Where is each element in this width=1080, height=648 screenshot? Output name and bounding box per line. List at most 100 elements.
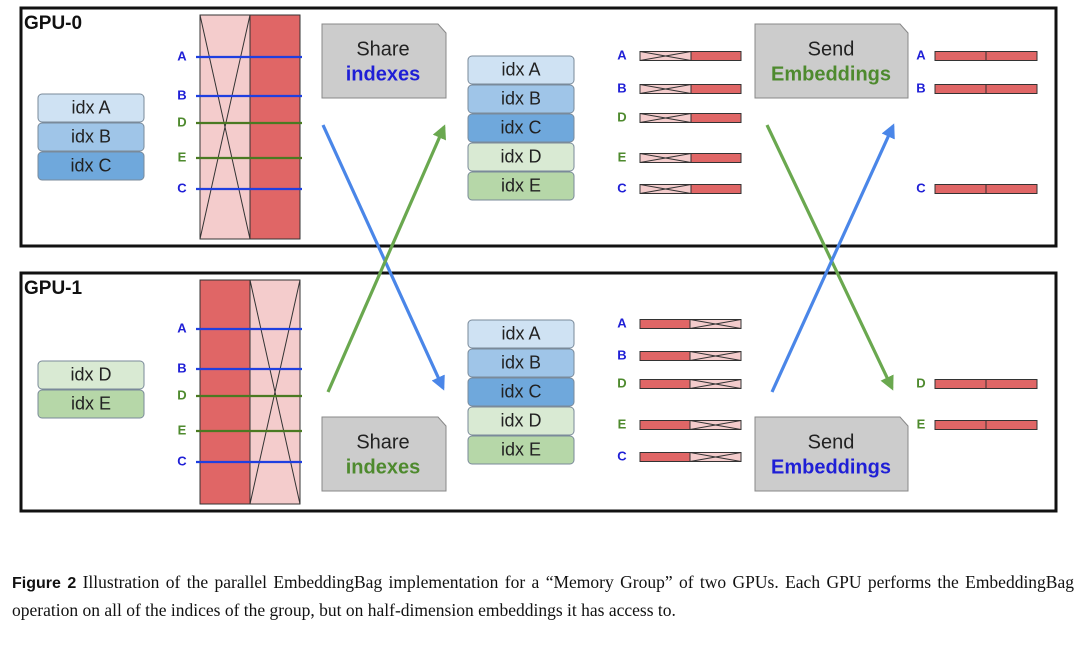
- partial-cross-line: [639, 184, 692, 194]
- partial-row-label: C: [617, 180, 627, 195]
- result-embedding-right: [985, 184, 1038, 194]
- partial-row-label: B: [617, 347, 626, 362]
- send-box-title: Send: [808, 38, 855, 60]
- share-box-title: Share: [356, 38, 409, 60]
- gathered-index-label: idx B: [501, 352, 541, 372]
- partial-embedding-owned: [639, 379, 692, 389]
- gathered-index-label: idx E: [501, 439, 541, 459]
- result-embedding-right: [985, 51, 1038, 61]
- gathered-index-label: idx A: [501, 59, 540, 79]
- partial-cross-line: [689, 420, 742, 430]
- partial-cross-line: [639, 153, 692, 163]
- local-index-label: idx A: [71, 97, 110, 117]
- share-indexes-arrow-gpu1-to-gpu0: [326, 124, 446, 393]
- partial-embedding-owned: [689, 184, 742, 194]
- partial-row-label: C: [617, 448, 627, 463]
- partial-row-label: E: [618, 416, 627, 431]
- result-embedding-right: [985, 420, 1038, 430]
- gathered-index-box: [467, 406, 575, 436]
- result-embedding-left: [934, 84, 987, 94]
- share-indexes-box: [321, 23, 447, 99]
- figure-caption: Figure 2 Illustration of the parallel Em…: [12, 569, 1074, 623]
- share-box-subtitle: indexes: [346, 63, 420, 85]
- partial-cross-line: [639, 113, 692, 123]
- local-index-box: [37, 389, 145, 419]
- embedding-table-right-half: [249, 14, 301, 240]
- partial-cross-line: [639, 84, 692, 94]
- result-row-label: A: [916, 47, 926, 62]
- send-box-subtitle: Embeddings: [771, 456, 891, 478]
- gathered-index-box: [467, 142, 575, 172]
- table-row-label: C: [177, 180, 187, 195]
- gathered-index-box: [467, 348, 575, 378]
- partial-row-label: D: [617, 375, 626, 390]
- local-index-label: idx D: [70, 364, 111, 384]
- table-row-label: A: [177, 48, 187, 63]
- gathered-index-box: [467, 55, 575, 85]
- local-index-box: [37, 93, 145, 123]
- gathered-index-label: idx E: [501, 175, 541, 195]
- partial-cross-line: [689, 379, 742, 389]
- gathered-index-box: [467, 377, 575, 407]
- result-embedding-left: [934, 420, 987, 430]
- caption-text: Illustration of the parallel EmbeddingBa…: [12, 572, 1074, 620]
- table-row-label: D: [177, 114, 186, 129]
- local-index-label: idx C: [70, 155, 111, 175]
- partial-embedding-owned: [639, 351, 692, 361]
- share-indexes-box: [321, 416, 447, 492]
- result-row-label: D: [916, 375, 925, 390]
- figure-label: Figure 2: [12, 575, 77, 592]
- share-indexes-arrow-gpu0-to-gpu1: [321, 124, 445, 391]
- table-row-label: D: [177, 387, 186, 402]
- result-embedding-left: [934, 51, 987, 61]
- send-box-title: Send: [808, 431, 855, 453]
- gpu-panel-border: [19, 6, 1058, 248]
- gpu-title: GPU-1: [24, 278, 83, 299]
- table-cross-line: [199, 14, 251, 240]
- gathered-index-box: [467, 319, 575, 349]
- result-embedding-right: [985, 379, 1038, 389]
- local-index-label: idx B: [71, 126, 111, 146]
- partial-embedding-owned: [639, 319, 692, 329]
- result-embedding-left: [934, 379, 987, 389]
- gathered-index-label: idx C: [500, 381, 541, 401]
- share-box-title: Share: [356, 431, 409, 453]
- embedding-table-left-half: [199, 279, 251, 505]
- gathered-index-box: [467, 84, 575, 114]
- partial-embedding-owned: [689, 51, 742, 61]
- result-row-label: B: [916, 80, 925, 95]
- send-embeddings-arrow-gpu0-to-gpu1: [765, 124, 894, 391]
- partial-cross-line: [689, 319, 742, 329]
- result-row-label: E: [917, 416, 926, 431]
- local-index-box: [37, 360, 145, 390]
- gathered-index-label: idx B: [501, 88, 541, 108]
- gathered-index-label: idx D: [500, 146, 541, 166]
- send-embeddings-arrow-gpu1-to-gpu0: [770, 123, 895, 393]
- send-box-subtitle: Embeddings: [771, 63, 891, 85]
- partial-row-label: E: [618, 149, 627, 164]
- send-embeddings-box: [754, 416, 909, 492]
- partial-row-label: A: [617, 47, 627, 62]
- partial-embedding-owned: [639, 452, 692, 462]
- share-box-subtitle: indexes: [346, 456, 420, 478]
- table-row-label: B: [177, 360, 186, 375]
- result-row-label: C: [916, 180, 926, 195]
- table-row-label: A: [177, 320, 187, 335]
- table-row-label: B: [177, 87, 186, 102]
- partial-cross-line: [639, 51, 692, 61]
- local-index-box: [37, 122, 145, 152]
- table-row-label: E: [178, 149, 187, 164]
- gpu-panel-border: [19, 271, 1058, 513]
- local-index-box: [37, 151, 145, 181]
- gpu-title: GPU-0: [24, 13, 82, 34]
- partial-cross-line: [689, 351, 742, 361]
- partial-embedding-owned: [689, 84, 742, 94]
- table-row-label: C: [177, 453, 187, 468]
- table-row-label: E: [178, 422, 187, 437]
- partial-cross-line: [689, 452, 742, 462]
- local-index-label: idx E: [71, 393, 111, 413]
- gathered-index-box: [467, 435, 575, 465]
